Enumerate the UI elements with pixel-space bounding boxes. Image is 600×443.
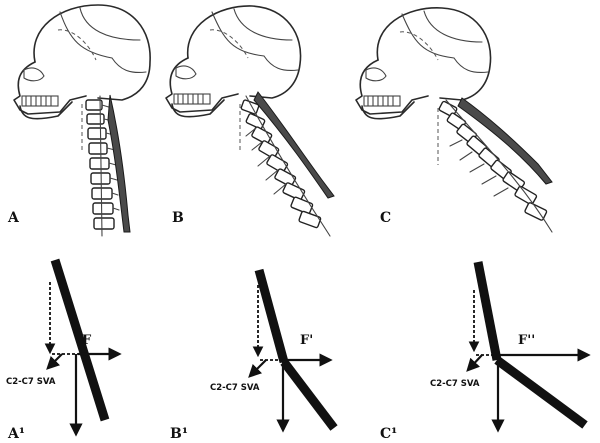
panel-label-b1: B¹: [170, 426, 188, 442]
neck-muscle-c: [457, 97, 553, 185]
neck-muscle-b: [253, 91, 335, 199]
spine-segment-lower-bar-b1: [280, 359, 338, 431]
cervical-spine-b: [239, 95, 331, 237]
force-diagram-a1: F C2-C7 SVA A¹: [6, 258, 122, 442]
force-diagram-c1: F'' C2-C7 SVA C¹: [380, 261, 591, 442]
spine-segment-lower-bar-c1: [494, 356, 588, 429]
cervical-spine-c: [437, 99, 553, 233]
panel-label-a: A: [7, 210, 20, 226]
sva-label-c1: C2-C7 SVA: [430, 379, 480, 389]
sva-diagonal-arrow-c1: [466, 354, 483, 372]
sva-diagonal-arrow-a1: [46, 353, 63, 370]
spine-segment-upper-bar-b1: [254, 268, 289, 364]
force-diagram-b1: F' C2-C7 SVA B¹: [170, 268, 338, 442]
sva-diagonal-arrow-b1: [248, 359, 267, 378]
panel-label-b: B: [172, 210, 184, 226]
skull-c: [355, 7, 492, 120]
spine-segment-upper-bar-c1: [473, 261, 502, 361]
skull-b: [165, 5, 302, 118]
skeleton-panel-b: B: [165, 5, 335, 237]
panel-label-c1: C¹: [380, 426, 397, 442]
force-label-a1: F: [82, 333, 92, 348]
sva-label-a1: C2-C7 SVA: [6, 377, 56, 387]
skull-a: [13, 4, 151, 120]
neck-muscle-a: [107, 94, 131, 233]
panel-label-a1: A¹: [7, 426, 25, 442]
panel-label-c: C: [380, 210, 391, 226]
sva-label-b1: C2-C7 SVA: [210, 383, 260, 393]
skeleton-panel-a: A: [7, 4, 151, 237]
spine-segment-bar-a1: [50, 258, 110, 422]
skeleton-panel-c: C: [355, 7, 553, 233]
cervical-spine-a: [81, 95, 120, 237]
force-label-c1: F'': [518, 333, 535, 348]
force-label-b1: F': [300, 333, 313, 348]
